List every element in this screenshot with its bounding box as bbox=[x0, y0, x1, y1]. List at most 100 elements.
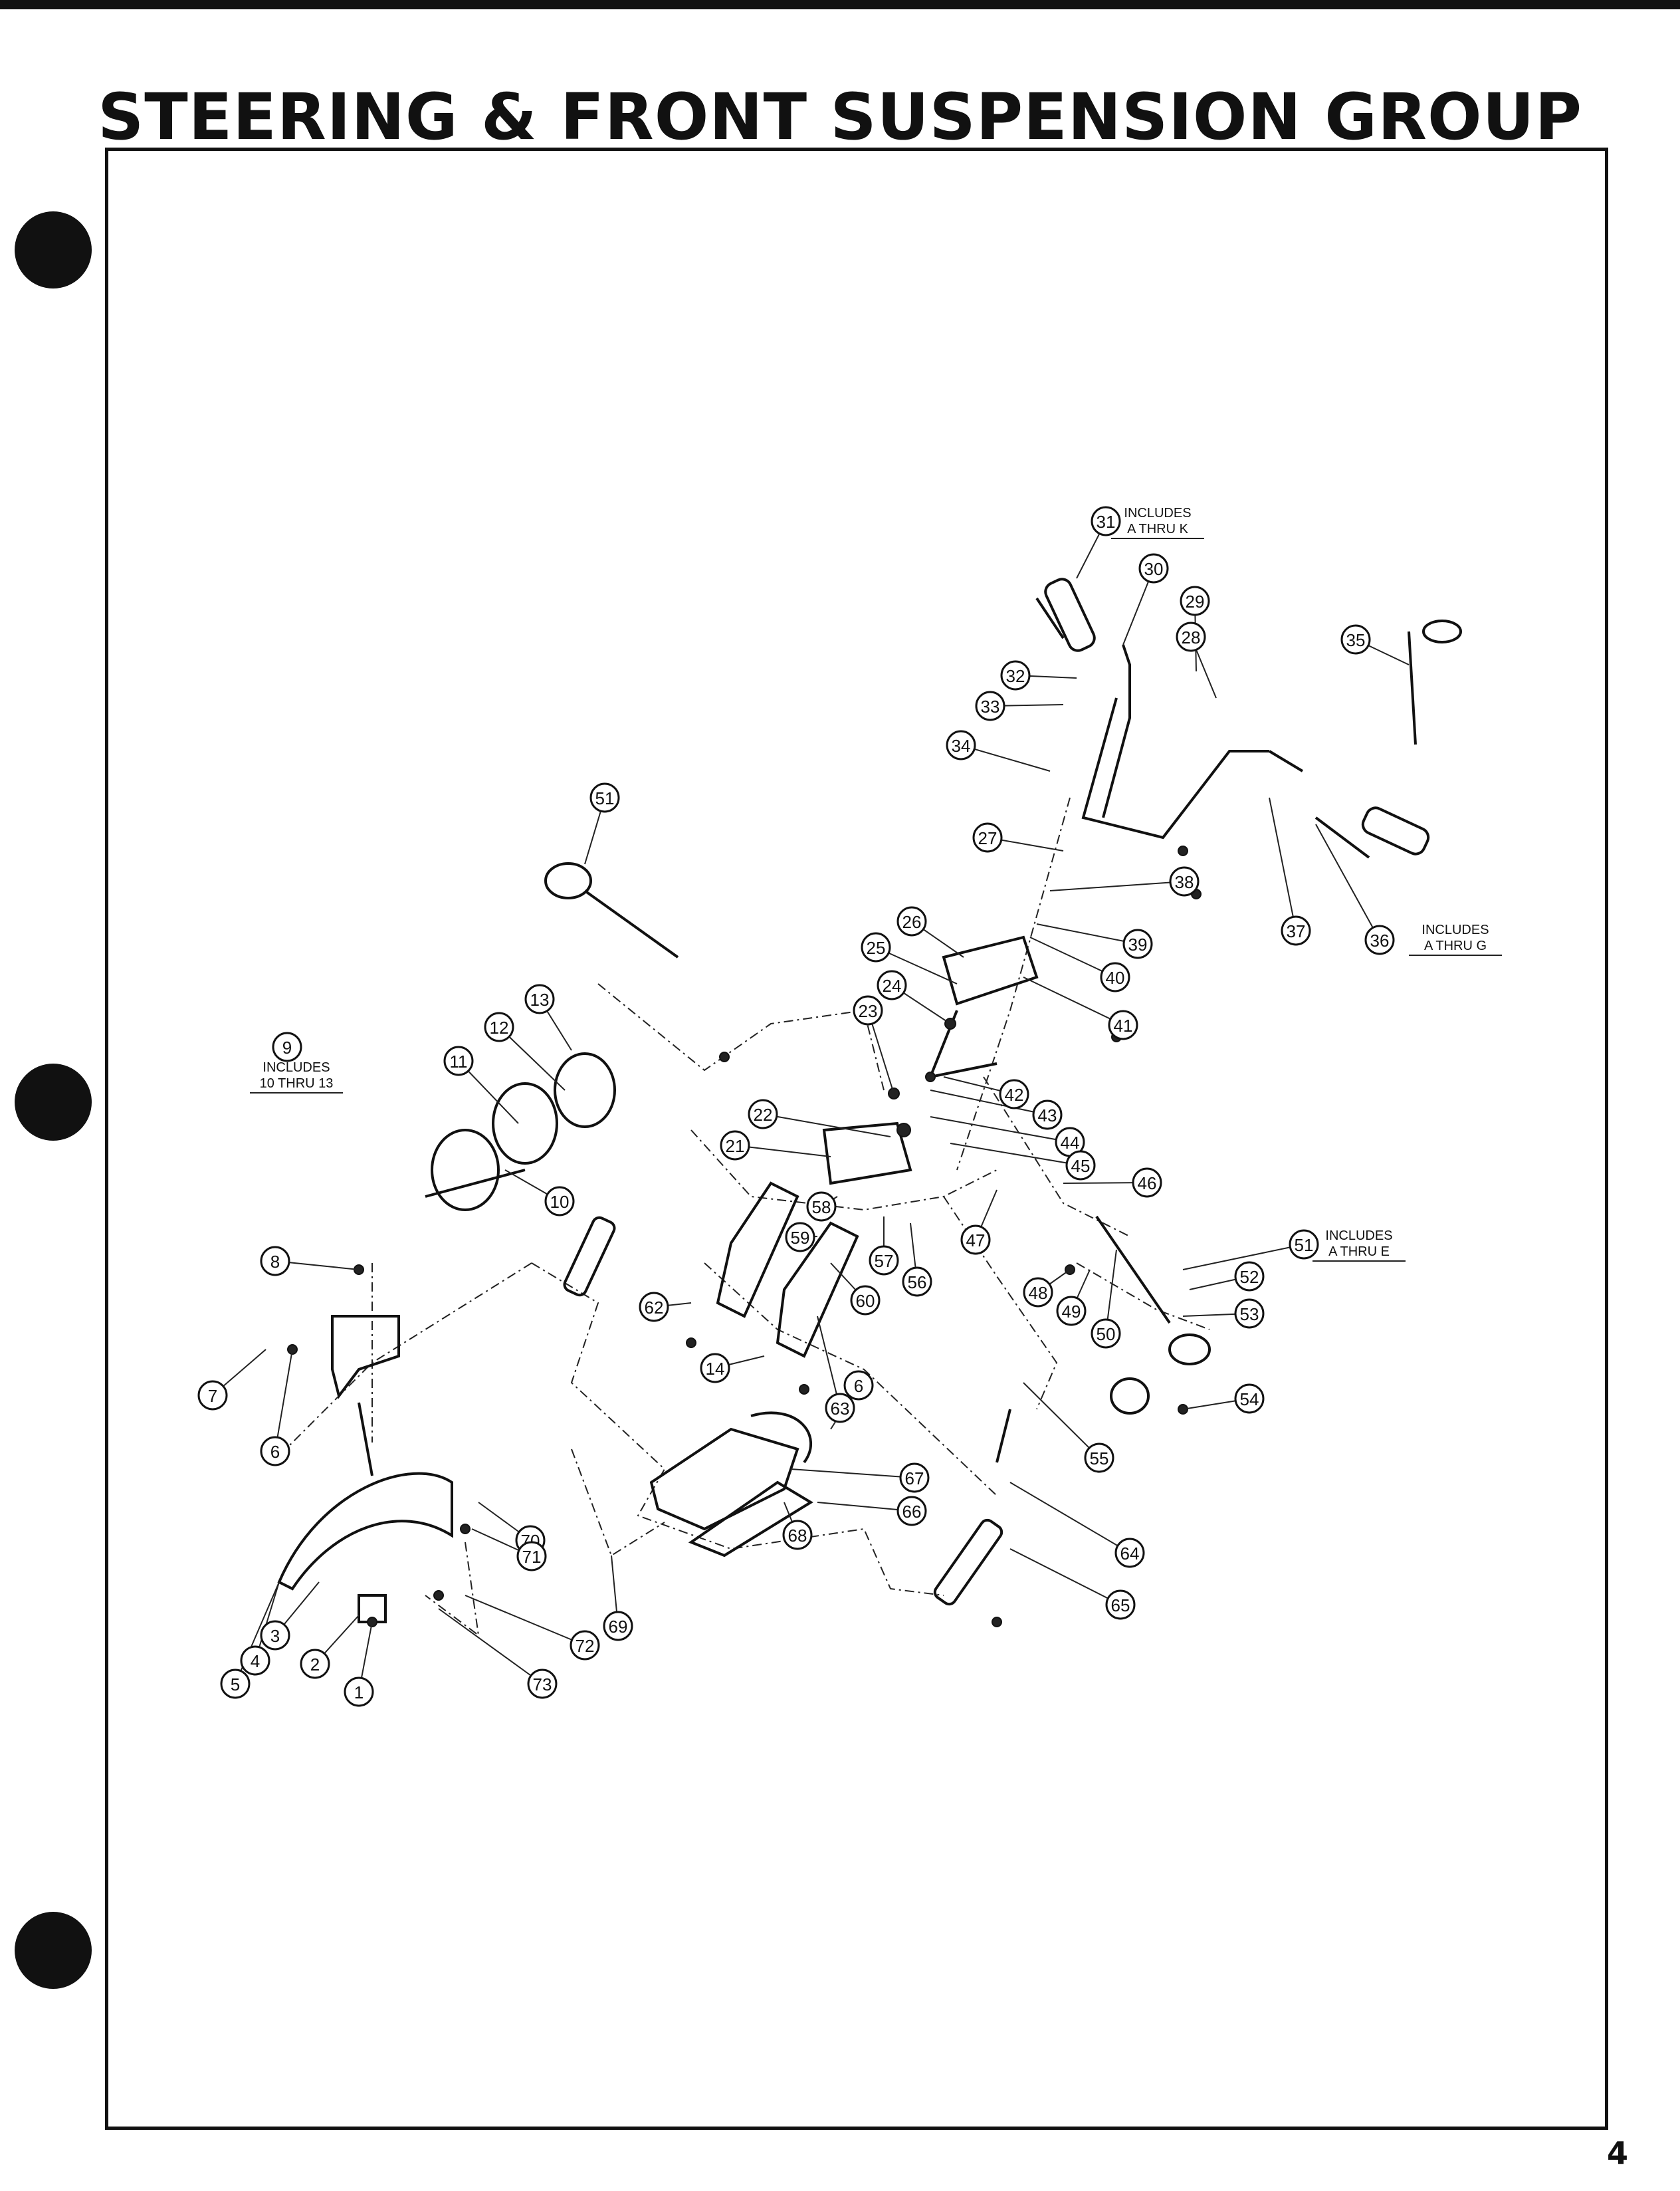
callout-38: 38 bbox=[1169, 866, 1200, 897]
callout-9: 9 bbox=[272, 1032, 302, 1062]
callout-64: 64 bbox=[1114, 1538, 1145, 1568]
callout-58: 58 bbox=[806, 1191, 837, 1222]
callout-number: 30 bbox=[1144, 559, 1164, 579]
callout-46: 46 bbox=[1132, 1167, 1162, 1198]
callout-layer: 1234566789101112131421222324252627282930… bbox=[197, 506, 1395, 1707]
callout-62: 62 bbox=[639, 1292, 669, 1322]
callout-number: 31 bbox=[1097, 512, 1116, 532]
callout-35: 35 bbox=[1340, 624, 1371, 655]
callout-31: 31 bbox=[1091, 506, 1121, 536]
callout-28: 28 bbox=[1176, 622, 1206, 652]
callout-circle bbox=[443, 1046, 474, 1076]
page-title: STEERING & FRONT SUSPENSION GROUP bbox=[98, 80, 1582, 154]
callout-number: 5 bbox=[231, 1674, 240, 1694]
callout-circle bbox=[1023, 1277, 1053, 1308]
callout-44: 44 bbox=[1055, 1127, 1085, 1157]
note-line-2: A THRU K bbox=[1127, 522, 1189, 536]
note-line-2: A THRU E bbox=[1328, 1244, 1390, 1259]
callout-circle bbox=[300, 1649, 330, 1679]
callout-circle bbox=[1108, 1010, 1138, 1040]
callout-circle bbox=[1132, 1167, 1162, 1198]
callout-number: 26 bbox=[902, 912, 922, 932]
callout-57: 57 bbox=[869, 1245, 899, 1276]
callout-circle bbox=[782, 1520, 813, 1550]
callout-number: 72 bbox=[576, 1636, 595, 1656]
binder-hole-bottom bbox=[15, 1912, 92, 1989]
leader-line-39 bbox=[1036, 923, 1138, 945]
diagram-frame bbox=[105, 148, 1608, 2130]
leader-line-22 bbox=[762, 1113, 891, 1137]
callout-22: 22 bbox=[748, 1099, 778, 1129]
callout-47: 47 bbox=[960, 1224, 991, 1255]
callout-circle bbox=[1091, 506, 1121, 536]
callout-6: 6 bbox=[843, 1370, 874, 1401]
callout-circle bbox=[748, 1099, 778, 1129]
callout-circle bbox=[1234, 1261, 1265, 1292]
callout-circle bbox=[524, 984, 555, 1014]
callout-number: 49 bbox=[1062, 1302, 1081, 1322]
leader-line-41 bbox=[1023, 977, 1124, 1026]
callout-circle bbox=[197, 1380, 228, 1411]
leader-line-21 bbox=[734, 1145, 831, 1157]
callout-circle bbox=[700, 1353, 730, 1383]
callout-number: 29 bbox=[1186, 592, 1205, 612]
callout-73: 73 bbox=[527, 1669, 558, 1699]
callout-circle bbox=[975, 691, 1005, 721]
callout-circle bbox=[896, 906, 927, 937]
callout-60: 60 bbox=[850, 1285, 881, 1316]
callout-56: 56 bbox=[902, 1266, 932, 1297]
callout-40: 40 bbox=[1100, 962, 1130, 992]
callout-36: 36 bbox=[1364, 925, 1395, 955]
fork-legs bbox=[716, 1181, 859, 1358]
callout-50: 50 bbox=[1091, 1318, 1121, 1349]
note-line-1: INCLUDES bbox=[1421, 923, 1489, 937]
callout-30: 30 bbox=[1138, 553, 1169, 584]
callout-circle bbox=[999, 1079, 1029, 1109]
callout-59: 59 bbox=[785, 1222, 815, 1252]
callout-number: 36 bbox=[1370, 931, 1390, 951]
callout-circle bbox=[603, 1611, 633, 1641]
callout-number: 59 bbox=[791, 1228, 810, 1248]
callout-number: 71 bbox=[522, 1547, 542, 1567]
callout-26: 26 bbox=[896, 906, 927, 937]
leader-line-64 bbox=[1009, 1482, 1130, 1554]
callout-number: 43 bbox=[1038, 1105, 1057, 1125]
note-line-1: INCLUDES bbox=[1124, 506, 1191, 520]
callout-55: 55 bbox=[1084, 1442, 1114, 1473]
callout-number: 48 bbox=[1029, 1283, 1048, 1303]
callout-32: 32 bbox=[1000, 660, 1031, 691]
callout-number: 63 bbox=[831, 1399, 850, 1419]
leader-line-45 bbox=[950, 1143, 1081, 1166]
callout-circle bbox=[1234, 1298, 1265, 1329]
callout-37: 37 bbox=[1281, 915, 1311, 946]
callout-65: 65 bbox=[1105, 1589, 1136, 1620]
callout-number: 58 bbox=[812, 1197, 831, 1217]
callout-52: 52 bbox=[1234, 1261, 1265, 1292]
callout-54: 54 bbox=[1234, 1383, 1265, 1414]
callout-number: 35 bbox=[1346, 630, 1366, 650]
callout-68: 68 bbox=[782, 1520, 813, 1550]
callout-number: 32 bbox=[1006, 666, 1025, 686]
callout-number: 39 bbox=[1128, 935, 1148, 955]
callout-13: 13 bbox=[524, 984, 555, 1014]
callout-34: 34 bbox=[946, 730, 976, 760]
callout-6: 6 bbox=[260, 1436, 290, 1466]
callout-number: 51 bbox=[1295, 1235, 1314, 1255]
callout-circle bbox=[806, 1191, 837, 1222]
callout-5: 5 bbox=[220, 1669, 251, 1699]
callout-number: 52 bbox=[1240, 1267, 1259, 1287]
leader-line-67 bbox=[790, 1468, 915, 1478]
note-line-2: A THRU G bbox=[1424, 939, 1487, 953]
swing-arm bbox=[649, 1411, 813, 1557]
callout-circle bbox=[1084, 1442, 1114, 1473]
note-line-1: INCLUDES bbox=[262, 1060, 330, 1075]
callout-circle bbox=[1364, 925, 1395, 955]
callout-circle bbox=[1105, 1589, 1136, 1620]
callout-14: 14 bbox=[700, 1353, 730, 1383]
callout-circle bbox=[344, 1676, 374, 1707]
callout-39: 39 bbox=[1122, 929, 1153, 959]
callout-51: 51 bbox=[589, 782, 620, 813]
callout-number: 11 bbox=[450, 1052, 468, 1072]
callout-circle bbox=[1122, 929, 1153, 959]
